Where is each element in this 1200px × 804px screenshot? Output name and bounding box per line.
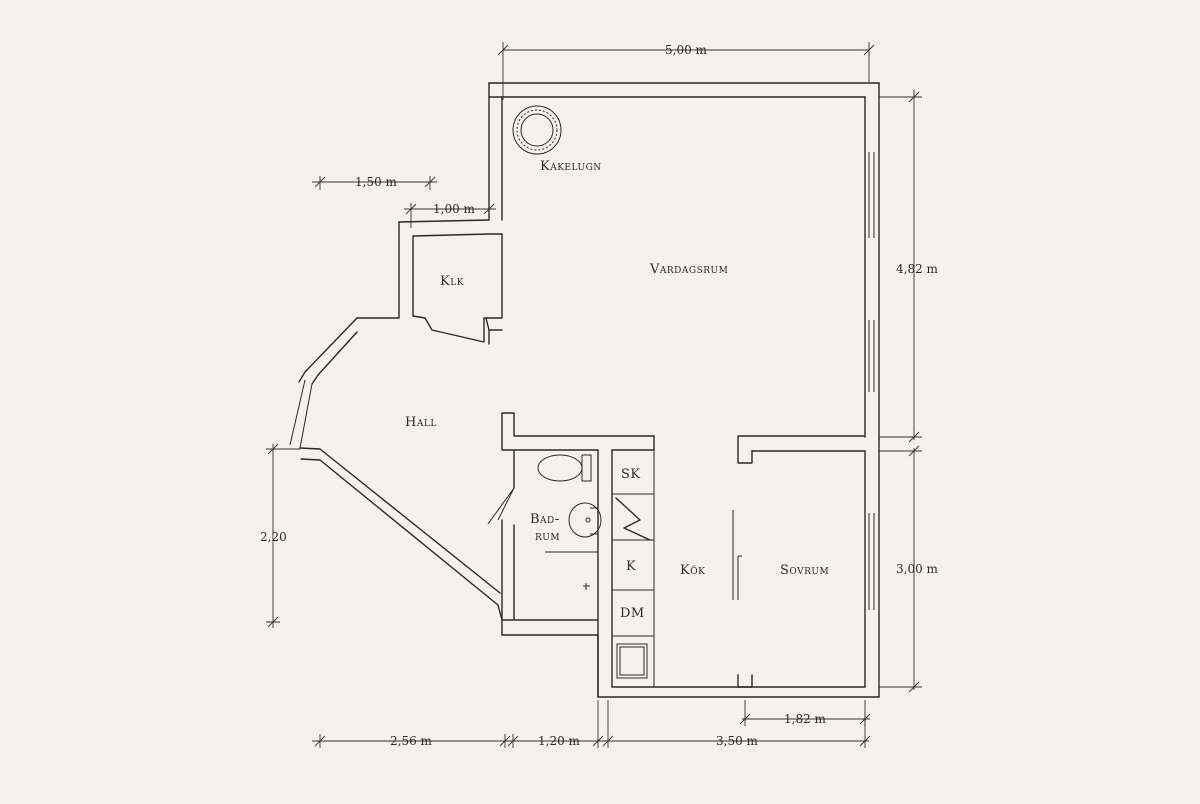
electrical-panel-icon bbox=[615, 497, 651, 541]
dim-klk-width: 1,00 m bbox=[433, 202, 476, 216]
dimension-labels: 5,00 m 4,82 m 3,00 m 1,50 m 1,00 m 2,20 … bbox=[260, 43, 939, 748]
dimension-lines bbox=[266, 42, 922, 748]
dm-label: DM bbox=[620, 606, 645, 621]
kakelugn-label: Kakelugn bbox=[540, 159, 602, 174]
walls bbox=[289, 82, 880, 698]
dim-klk-offset: 1,50 m bbox=[355, 175, 398, 189]
dim-bottom-mid: 1,20 m bbox=[538, 734, 581, 748]
badrum-label-1: Bad- bbox=[530, 512, 560, 527]
badrum-label-2: rum bbox=[535, 529, 560, 544]
hall-label: Hall bbox=[405, 415, 437, 430]
k-label: K bbox=[626, 559, 636, 574]
dim-sovrum-width: 1,82 m bbox=[784, 712, 827, 726]
toilet-icon bbox=[537, 454, 592, 482]
dim-right-upper: 4,82 m bbox=[896, 262, 939, 276]
sink-icon bbox=[568, 502, 602, 538]
dim-bottom-left: 2,56 m bbox=[390, 734, 433, 748]
shower-icon bbox=[545, 551, 598, 590]
kakelugn-stove-icon bbox=[512, 105, 562, 155]
dim-top-width: 5,00 m bbox=[665, 43, 708, 57]
klk-label: Klk bbox=[440, 274, 464, 289]
dim-bottom-right: 3,50 m bbox=[716, 734, 759, 748]
kok-label: Kök bbox=[680, 563, 705, 578]
dim-right-lower: 3,00 m bbox=[896, 562, 939, 576]
room-labels: Kakelugn Vardagsrum Klk Hall Bad- rum SK… bbox=[405, 159, 829, 621]
vardagsrum-label: Vardagsrum bbox=[649, 262, 728, 277]
sk-label: SK bbox=[621, 467, 641, 482]
dim-left-height: 2,20 bbox=[260, 530, 287, 544]
sovrum-label: Sovrum bbox=[780, 563, 829, 578]
